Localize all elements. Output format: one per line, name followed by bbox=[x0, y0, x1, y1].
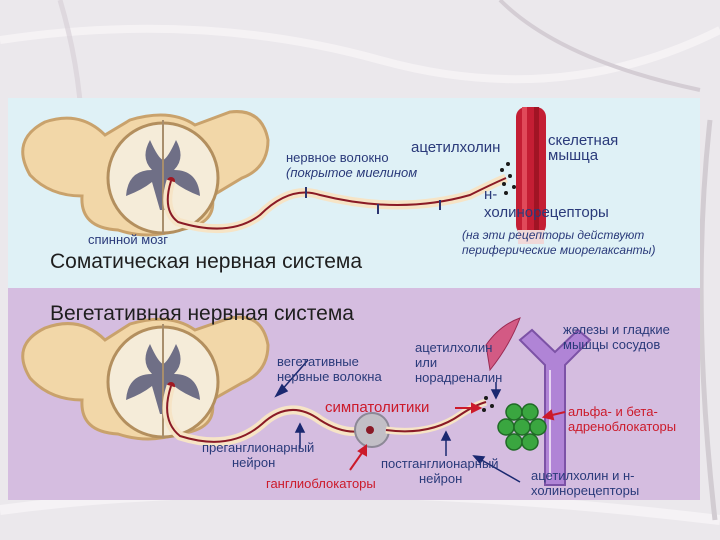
ach-n-receptors-label: ацетилхолин и н- холинорецепторы bbox=[531, 468, 639, 498]
sympatholytics-label: симпатолитики bbox=[325, 400, 429, 415]
gland-cells bbox=[498, 404, 546, 450]
spinal-cord-cross-section-top bbox=[23, 112, 268, 235]
vegetative-title: Вегетативная нервная система bbox=[50, 302, 354, 326]
glands-label: железы и гладкие мышцы сосудов bbox=[563, 322, 670, 352]
spinal-cord-cross-section-bottom bbox=[23, 317, 268, 439]
skeletal-muscle-label: скелетная мышца bbox=[548, 133, 618, 163]
n-cholinoreceptors-label: н- холинорецепторы bbox=[484, 186, 609, 222]
vegetative-fibers-label: вегетативные нервные волокна bbox=[277, 354, 382, 384]
acetylcholine-label-top: ацетилхолин bbox=[411, 140, 500, 155]
nerve-fiber-label: нервное волокно (покрытое миелином bbox=[286, 150, 417, 180]
skeletal-muscle bbox=[516, 107, 546, 244]
muscle-relaxants-note: (на эти рецепторы действуют периферическ… bbox=[462, 228, 656, 258]
adrenoblockers-label: альфа- и бета- адреноблокаторы bbox=[568, 404, 676, 434]
postganglionic-neuron-label: постганглионарный нейрон bbox=[381, 456, 499, 486]
preganglionic-neuron-label: преганглионарный нейрон bbox=[202, 440, 314, 470]
spinal-cord-label: спинной мозг bbox=[88, 232, 168, 247]
ganglioblockers-label: ганглиоблокаторы bbox=[266, 476, 376, 491]
somatic-title: Соматическая нервная система bbox=[50, 250, 362, 274]
mediators-label: ацетилхолин или норадреналин bbox=[415, 340, 502, 385]
